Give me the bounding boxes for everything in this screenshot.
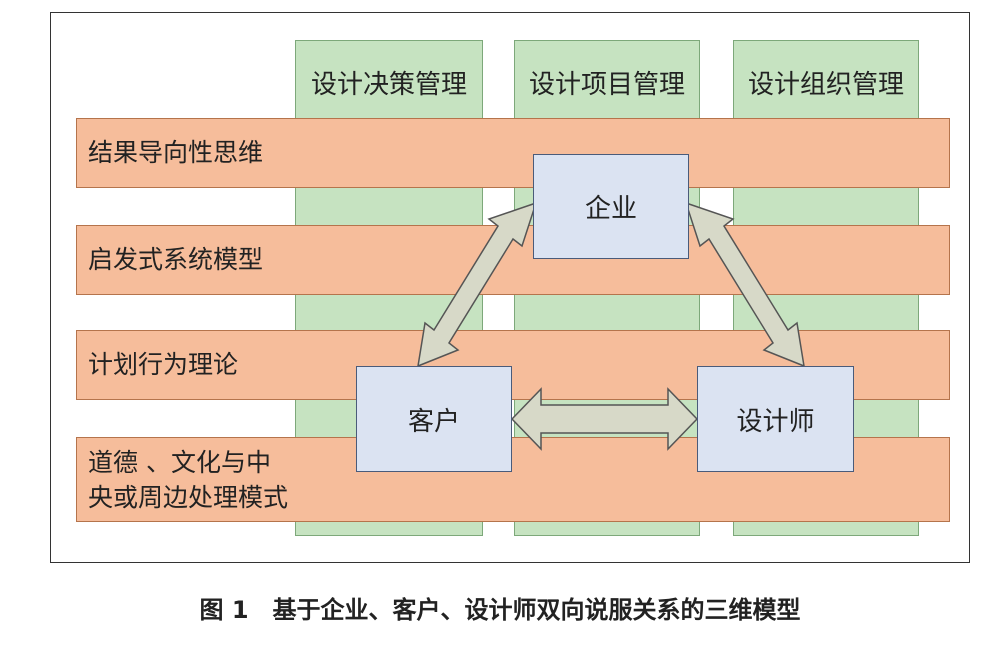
node-designer: 设计师	[697, 366, 854, 472]
figure-caption: 图 1 基于企业、客户、设计师双向说服关系的三维模型	[199, 596, 801, 624]
column-title-organization: 设计组织管理	[747, 70, 904, 100]
column-title-project: 设计项目管理	[528, 70, 685, 100]
row-results	[76, 118, 950, 188]
node-customer: 客户	[356, 366, 512, 472]
row-label-planned: 计划行为理论	[88, 350, 239, 379]
arrow-enterprise-designer	[684, 201, 805, 368]
arrow-customer-designer	[510, 387, 699, 451]
row-label-ethics-line1: 道德 、文化与中	[88, 448, 271, 477]
row-label-results: 结果导向性思维	[88, 138, 264, 167]
row-label-ethics-line2: 央或周边处理模式	[88, 483, 289, 512]
node-enterprise: 企业	[533, 154, 689, 259]
column-title-decision: 设计决策管理	[310, 70, 467, 100]
row-label-heuristic: 启发式系统模型	[88, 245, 264, 274]
arrow-enterprise-customer	[417, 201, 538, 368]
